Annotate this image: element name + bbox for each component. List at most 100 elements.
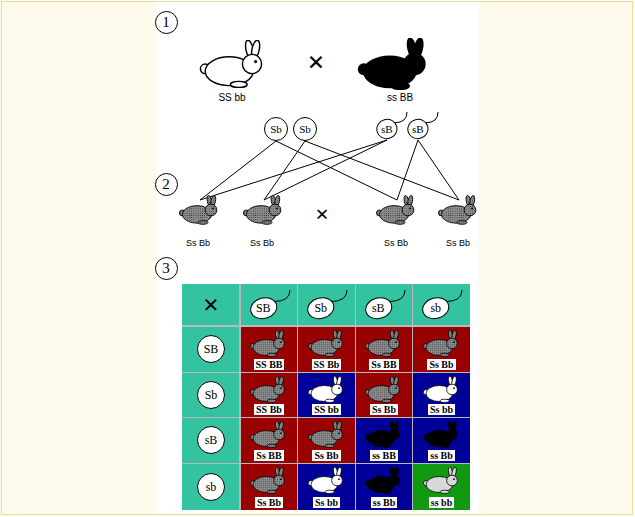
- genotype-label: Ss Bb: [255, 497, 283, 508]
- gamete-label: Sb: [205, 389, 218, 401]
- genotype-label: ss BB: [370, 450, 398, 461]
- step-number: 1: [155, 11, 178, 34]
- panel: [157, 2, 479, 513]
- grid-header: [182, 284, 470, 510]
- sperm-cell: SB: [247, 289, 291, 321]
- gamete-label: sB: [412, 124, 424, 135]
- gamete-label: sb: [206, 481, 217, 493]
- punnett-cell: Ss bb: [298, 464, 355, 510]
- gamete-label: Sb: [314, 302, 327, 314]
- punnett-cell: Ss bb: [413, 373, 470, 417]
- punnett-cell: SS Bb: [298, 327, 355, 372]
- genotype-label: Ss Bb: [427, 359, 455, 370]
- rabbit-figure: [249, 467, 289, 494]
- rabbit-symbol: [308, 330, 342, 357]
- punnett-cell: Ss Bb: [356, 373, 412, 417]
- grey-rabbit: [376, 195, 413, 224]
- rabbit-symbol: [365, 467, 399, 494]
- rabbit-symbol: [308, 421, 342, 448]
- rabbit-figure: [422, 421, 462, 448]
- rabbit-symbol: [250, 330, 284, 357]
- genotype-label: Ss bb: [313, 497, 340, 508]
- rabbit-figure: [307, 421, 347, 448]
- genotype-label: Ss BB: [254, 450, 283, 461]
- genotype-label: Ss Bb: [250, 239, 274, 248]
- rabbit-symbol: [250, 421, 284, 448]
- punnett-cell: Ss BB: [356, 327, 412, 372]
- rabbit-figure: [364, 376, 404, 403]
- sperm-cell: sB: [405, 111, 439, 141]
- rabbit-figure: [249, 330, 289, 357]
- egg-cell: Sb: [293, 117, 317, 141]
- rabbit-symbol: [423, 421, 457, 448]
- sperm-head: [305, 295, 336, 322]
- punnett-cell: Ss Bb: [298, 418, 355, 463]
- sperm-head: [406, 117, 431, 141]
- genotype-label: SS BB: [254, 359, 285, 370]
- sperm-tail: [388, 290, 404, 302]
- sperm-tail: [331, 290, 347, 302]
- gamete-label: SB: [256, 302, 271, 314]
- genotype-label: SS bb: [218, 93, 245, 103]
- punnett-cell: ss bb: [413, 464, 470, 510]
- gamete-label: Sb: [270, 124, 282, 135]
- gamete-label: Sb: [299, 124, 311, 135]
- rabbit-symbol: [423, 376, 457, 403]
- punnett-cell: ss Bb: [413, 418, 470, 463]
- sperm-tail: [273, 290, 289, 302]
- punnett-cell: SS bb: [298, 373, 355, 417]
- punnett-cell: ss BB: [356, 418, 412, 463]
- grey-rabbit: [438, 195, 475, 224]
- callout-number: 2: [162, 177, 170, 192]
- sperm-cell: sB: [374, 111, 408, 141]
- cross-symbol: ×: [203, 291, 219, 319]
- genotype-label: ss Bb: [371, 497, 398, 508]
- grey-rabbit: [179, 195, 216, 224]
- white-rabbit: [200, 39, 261, 87]
- step-number: 2: [155, 173, 178, 196]
- gamete-label: SB: [204, 343, 219, 355]
- rabbit-symbol: [308, 376, 342, 403]
- genotype-label: Ss Bb: [186, 239, 210, 248]
- punnett-cell: ss Bb: [356, 464, 412, 510]
- callout-number: 3: [162, 261, 170, 276]
- sperm-tail: [395, 112, 407, 123]
- egg-cell: SB: [197, 335, 225, 363]
- punnett-cell: Ss Bb: [413, 327, 470, 372]
- rabbit-figure: [422, 467, 462, 494]
- sperm-cell: sb: [419, 289, 463, 321]
- sperm-head: [420, 295, 451, 322]
- rabbit-figure: [307, 376, 347, 403]
- gamete-label: sB: [205, 434, 218, 446]
- genotype-label: SS Bb: [254, 404, 284, 415]
- sperm-cell: sB: [362, 289, 406, 321]
- rabbit-symbol: [250, 467, 284, 494]
- rabbit-figure: [422, 330, 462, 357]
- egg-cell: sb: [197, 473, 225, 501]
- egg-cell: Sb: [264, 117, 288, 141]
- genotype-label: Ss Bb: [384, 239, 408, 248]
- rabbit-symbol: [423, 330, 457, 357]
- gamete-label: sB: [381, 124, 393, 135]
- rabbit-symbol: [365, 421, 399, 448]
- rabbit-figure: [364, 421, 404, 448]
- rabbit-figure: [422, 376, 462, 403]
- genotype-label: Ss Bb: [446, 239, 470, 248]
- callout-number: 1: [162, 15, 170, 30]
- genotype-label: Ss BB: [369, 359, 398, 370]
- genotype-label: Ss Bb: [312, 450, 340, 461]
- cross-symbol: ×: [315, 202, 329, 226]
- step-number: 3: [155, 257, 178, 280]
- sperm-tail: [426, 112, 438, 123]
- punnett-cell: Ss Bb: [241, 464, 297, 510]
- gamete-label: sB: [372, 302, 385, 314]
- rabbit-symbol: [308, 467, 342, 494]
- sperm-head: [375, 117, 400, 141]
- rabbit-symbol: [423, 467, 457, 494]
- genotype-label: Ss bb: [428, 404, 455, 415]
- rabbit-figure: [364, 330, 404, 357]
- genotype-label: ss bb: [429, 497, 454, 508]
- genotype-label: Ss Bb: [370, 404, 398, 415]
- black-rabbit: [359, 37, 425, 89]
